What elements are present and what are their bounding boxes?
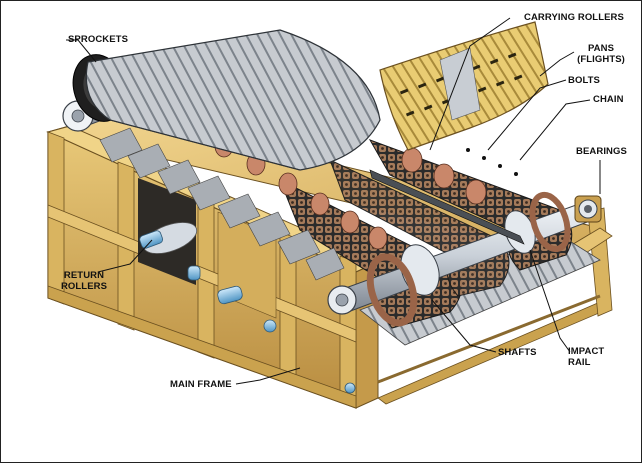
label-pans-line2: (FLIGHTS): [577, 54, 625, 65]
impact-rail: [369, 169, 525, 245]
label-return-rollers: RETURN ROLLERS: [54, 270, 114, 292]
label-chain: CHAIN: [593, 94, 624, 105]
label-main-frame: MAIN FRAME: [170, 379, 232, 390]
pans-flights-gold: [379, 21, 549, 151]
label-pans-line1: PANS: [587, 43, 615, 54]
return-rollers: [139, 222, 356, 394]
label-impact-line1: IMPACT: [568, 346, 605, 357]
flight-blocks: [99, 127, 345, 281]
label-bolts: BOLTS: [568, 75, 600, 86]
label-impact-rail: IMPACT RAIL: [568, 346, 604, 368]
label-shafts: SHAFTS: [498, 347, 537, 358]
label-carrying-rollers: CARRYING ROLLERS: [524, 12, 624, 23]
bolts: [466, 148, 518, 176]
label-return-line1: RETURN: [63, 270, 105, 281]
label-impact-line2: RAIL: [568, 357, 591, 368]
label-return-line2: ROLLERS: [60, 281, 108, 292]
label-sprockets: SPROCKETS: [68, 34, 129, 45]
label-pans-flights: PANS (FLIGHTS): [575, 43, 627, 65]
pans-steel: [85, 29, 381, 171]
label-bearings: BEARINGS: [576, 146, 627, 157]
leader-lines: [66, 17, 601, 385]
